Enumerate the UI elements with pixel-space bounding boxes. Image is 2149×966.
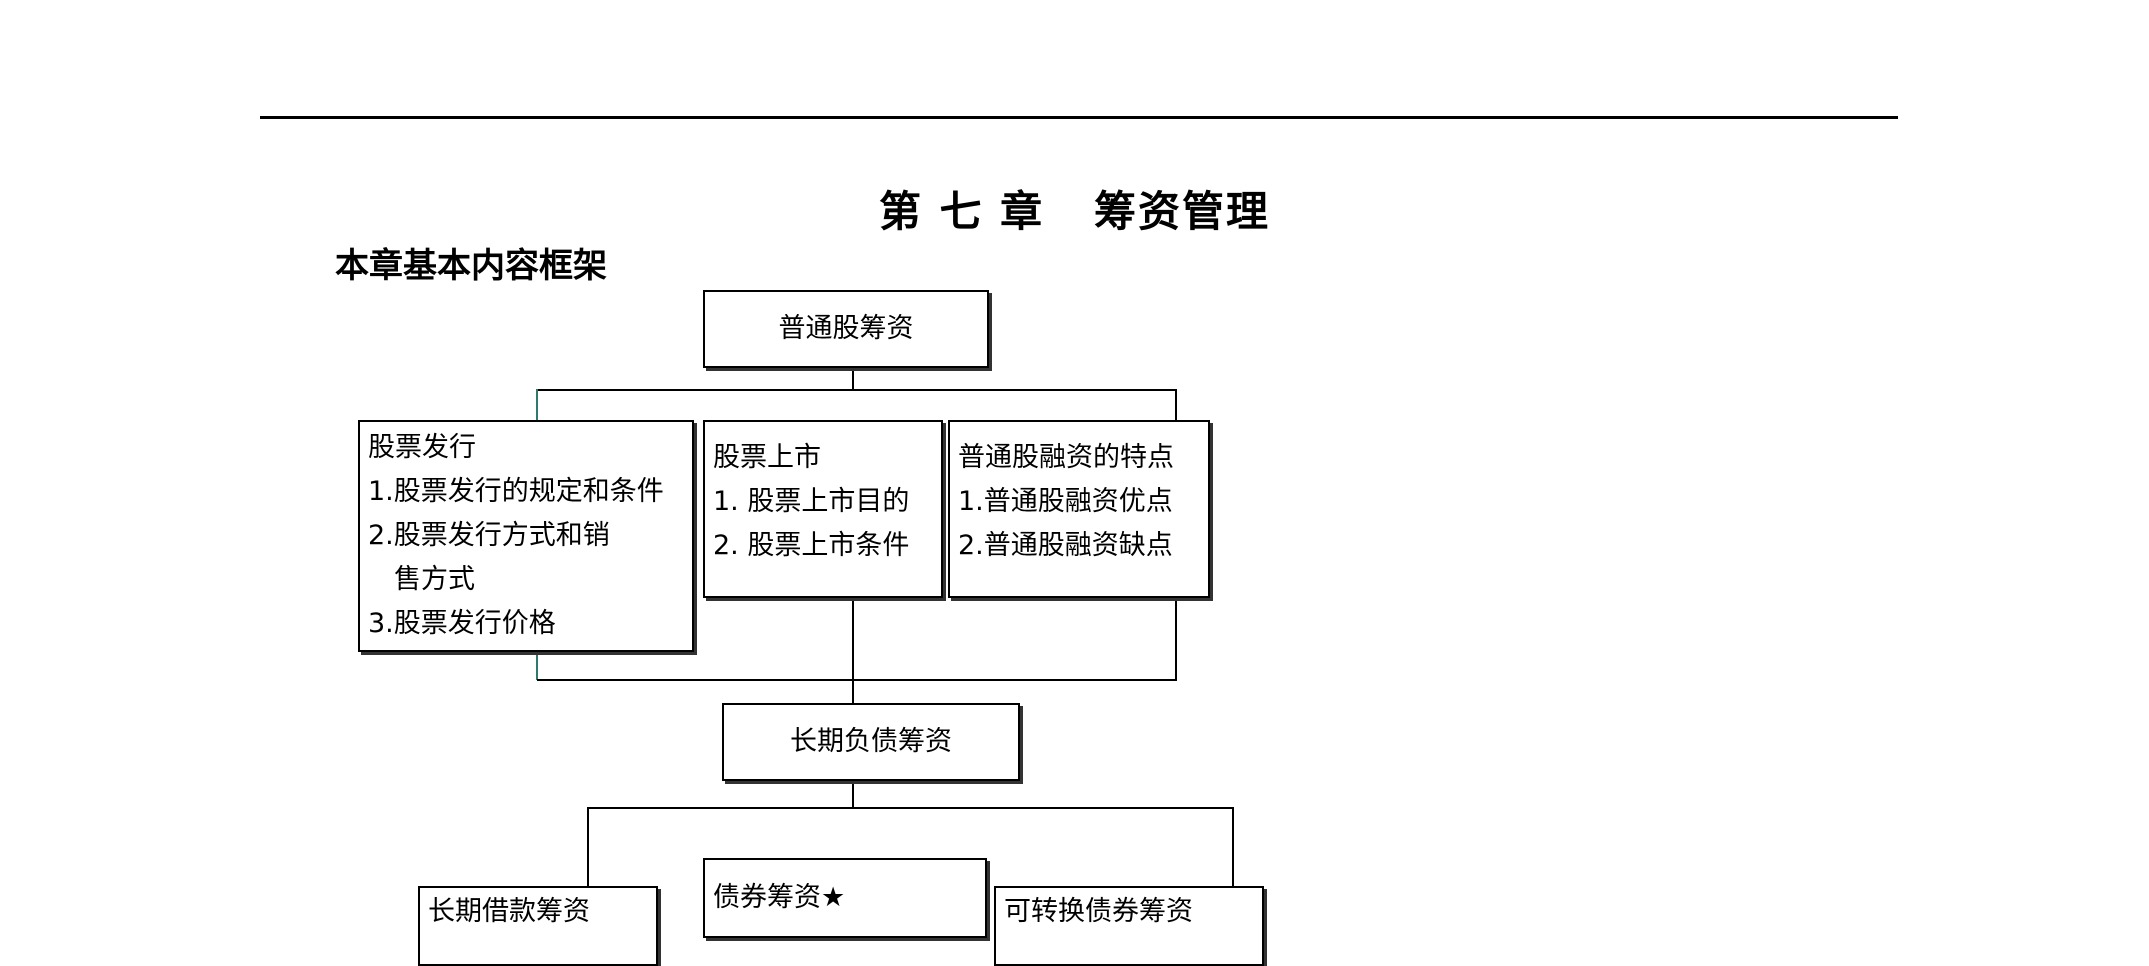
- node-item: 1. 股票上市目的: [713, 486, 910, 517]
- node-title: 长期借款筹资: [428, 896, 590, 927]
- section-title: 本章基本内容框架: [335, 246, 607, 286]
- node-common-stock-financing: 普通股筹资: [703, 290, 989, 368]
- header-rule: [260, 116, 1898, 119]
- node-title: 普通股融资的特点: [958, 442, 1174, 473]
- connector-lower-right: [1232, 807, 1234, 887]
- connector-bottom-bar: [537, 679, 1177, 681]
- node-convertible-bond-financing: 可转换债券筹资: [994, 886, 1264, 966]
- connector-right-down: [1175, 598, 1177, 680]
- node-title: 股票上市: [713, 442, 821, 473]
- node-title: 股票发行: [368, 432, 476, 463]
- node-title: 可转换债券筹资: [1004, 896, 1193, 927]
- node-bond-financing: 债券筹资★: [703, 858, 987, 938]
- node-item: 2.股票发行方式和销: [368, 520, 610, 551]
- node-long-term-debt-financing: 长期负债筹资: [722, 703, 1020, 781]
- connector-top-stem: [852, 368, 854, 390]
- node-long-term-loan-financing: 长期借款筹资: [418, 886, 658, 966]
- chapter-title: 第 七 章 筹资管理: [878, 187, 1271, 236]
- node-item: 2.普通股融资缺点: [958, 530, 1173, 561]
- node-common-stock-features: 普通股融资的特点 1.普通股融资优点 2.普通股融资缺点: [948, 420, 1210, 598]
- node-item: 2. 股票上市条件: [713, 530, 910, 561]
- node-item: 1.普通股融资优点: [958, 486, 1173, 517]
- framework-diagram: 普通股筹资 股票发行 1.股票发行的规定和条件 2.股票发行方式和销 售方式 3…: [358, 290, 1264, 966]
- node-label: 普通股筹资: [778, 313, 914, 344]
- connector-right-up: [1175, 389, 1177, 421]
- node-item: 1.股票发行的规定和条件: [368, 476, 664, 507]
- connector-left-down: [536, 652, 538, 680]
- connector-lower-bar: [588, 807, 1234, 809]
- connector-lower-left: [587, 807, 589, 887]
- connector-center-trunk: [852, 598, 854, 703]
- node-stock-listing: 股票上市 1. 股票上市目的 2. 股票上市条件: [703, 420, 943, 598]
- node-item: 3.股票发行价格: [368, 608, 556, 639]
- connector-left-up: [536, 389, 538, 421]
- node-item: 售方式: [394, 564, 475, 595]
- connector-mid-stem: [852, 780, 854, 808]
- connector-top-bar: [537, 389, 1177, 391]
- node-stock-issuance: 股票发行 1.股票发行的规定和条件 2.股票发行方式和销 售方式 3.股票发行价…: [358, 420, 694, 652]
- node-title: 债券筹资★: [713, 882, 846, 913]
- node-label: 长期负债筹资: [790, 726, 952, 757]
